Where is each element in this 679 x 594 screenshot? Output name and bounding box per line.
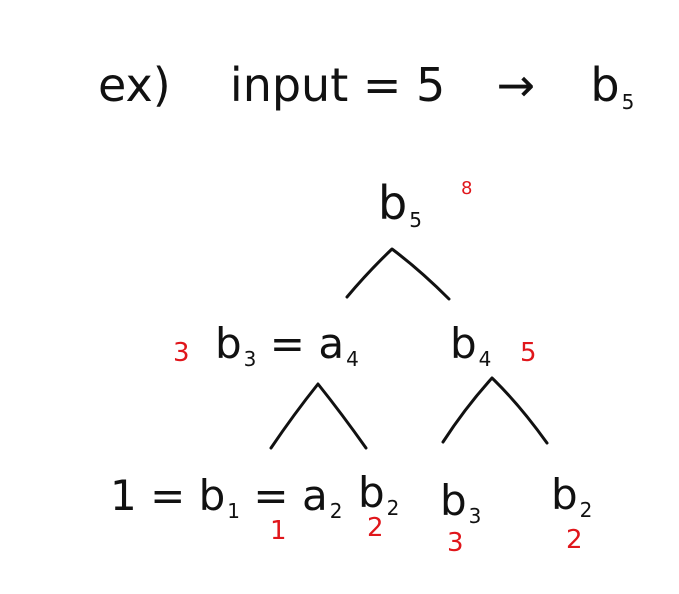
right-count: 5 [520, 338, 537, 368]
right-edge [441, 376, 549, 445]
leaf1-prefix: 1 = [110, 471, 186, 520]
leaf1-count: 1 [270, 516, 287, 546]
left-edge [269, 382, 368, 450]
left-count: 3 [173, 338, 190, 368]
result-base: b [590, 58, 620, 112]
leaf1-base: b [198, 471, 226, 520]
leaf1-alias-sub: 2 [329, 499, 343, 523]
leaf2-sub: 2 [386, 496, 400, 520]
left-alias-base: a [318, 319, 345, 368]
leaf1-sub: 1 [227, 499, 241, 523]
root-edge [345, 247, 451, 301]
input-label: input = 5 [229, 58, 446, 112]
example-prefix: ex) [98, 58, 171, 112]
root-sub: 5 [409, 208, 422, 232]
leaf4-base: b [551, 470, 578, 519]
leaf4-count: 2 [566, 525, 583, 555]
left-alias-sub: 4 [346, 347, 359, 371]
leaf3-base: b [440, 476, 467, 525]
leaf3-count: 3 [447, 528, 464, 558]
root-count: 8 [461, 178, 473, 199]
right-sub: 4 [478, 347, 492, 371]
left-sub: 3 [243, 347, 257, 371]
leaf3-sub: 3 [468, 504, 482, 528]
result-sub: 5 [621, 90, 635, 114]
right-base: b [450, 319, 477, 368]
arrow-symbol: → [496, 58, 536, 112]
leaf1-alias-base: a [301, 471, 328, 520]
leaf2-count: 2 [367, 513, 384, 543]
left-base: b [215, 319, 242, 368]
root-base: b [378, 176, 408, 230]
leaf1-eq: = [253, 471, 289, 520]
leaf4-sub: 2 [579, 498, 593, 522]
leaf2-base: b [358, 468, 385, 517]
left-eq: = [269, 319, 305, 368]
